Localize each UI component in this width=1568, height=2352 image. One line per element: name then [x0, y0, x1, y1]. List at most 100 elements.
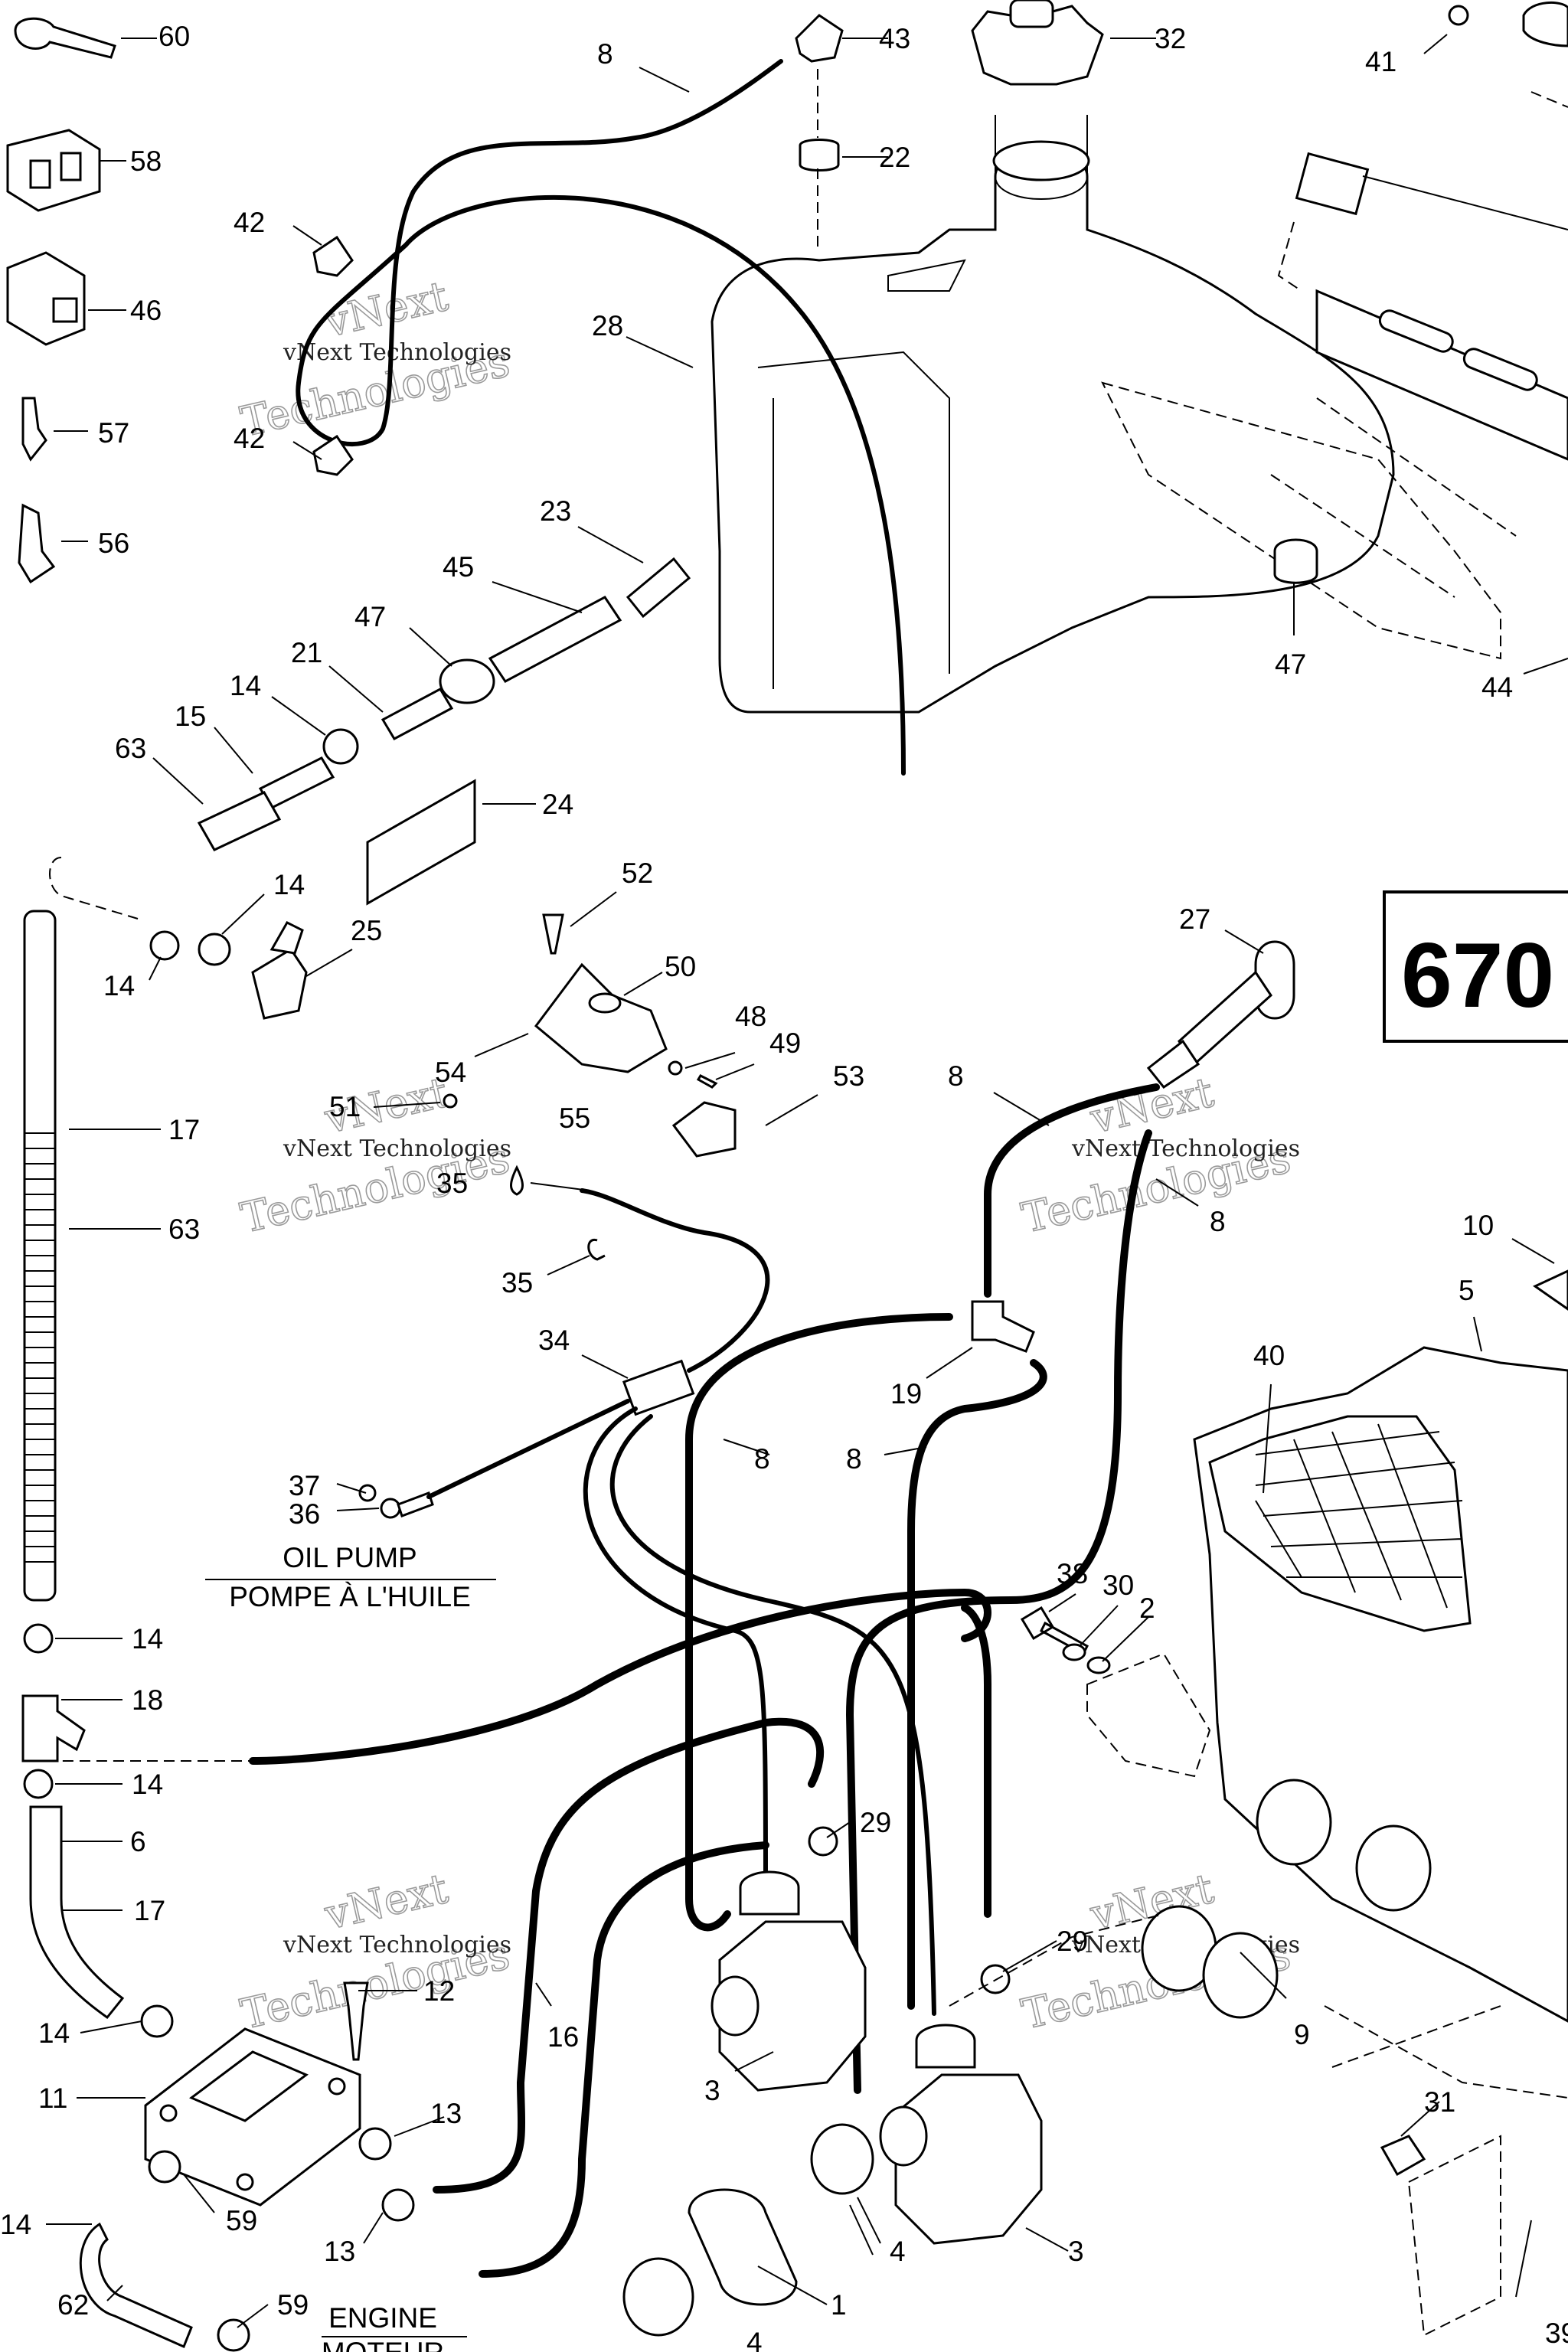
screw-part-49: [696, 1074, 718, 1089]
model-number-label: 670: [1401, 924, 1554, 1027]
washer-part-48: [668, 1060, 683, 1076]
callout-37: 37: [289, 1470, 320, 1501]
air-adaptor-part-9b: [1202, 1932, 1279, 2019]
hose-clamp-59b: [217, 2318, 250, 2352]
callout-54: 54: [435, 1057, 466, 1088]
hose-clip-42b: [312, 434, 354, 476]
screw-part-52: [542, 913, 564, 955]
hose-clamp-4a: [810, 2123, 874, 2195]
terminal-part-57: [21, 397, 47, 462]
grommet-part-47: [1273, 538, 1318, 584]
watermark-3: vNext Technologies vNext Technologies: [236, 1067, 514, 1243]
callout-35b: 35: [501, 1267, 533, 1298]
callout-labels: 60 8 43 32 41 58 22 42 46 28 42 57 56 23…: [0, 21, 1568, 2352]
oil-drop-icon: [510, 1165, 524, 1196]
callout-18: 18: [132, 1684, 163, 1716]
carb-cable-a: [583, 1406, 768, 1893]
callout-51: 51: [329, 1091, 361, 1122]
parts-artwork: [6, 0, 1568, 2352]
hose-clamp-14a: [140, 2004, 174, 2038]
callout-55: 55: [559, 1102, 590, 1134]
leader-lines: [46, 34, 1568, 2328]
hose-clamp-59a: [148, 2150, 181, 2184]
choke-knob-part: [1146, 940, 1295, 1089]
callout-14e: 14: [132, 1769, 163, 1800]
svg-text:vNext Technologies: vNext Technologies: [1071, 1135, 1300, 1162]
callout-13b: 13: [324, 2236, 355, 2267]
intake-boot-part: [688, 2188, 798, 2306]
callout-31: 31: [1424, 2086, 1455, 2118]
callout-24: 24: [542, 789, 573, 820]
callout-9: 9: [1294, 2019, 1310, 2050]
hose-clamp-29b: [980, 1964, 1011, 1994]
callout-40: 40: [1253, 1340, 1285, 1371]
long-fuel-hose-left: [23, 910, 57, 1602]
washer-part-30: [1062, 1643, 1086, 1661]
callout-38: 38: [1057, 1558, 1088, 1589]
callout-1: 1: [831, 2289, 847, 2321]
callout-47a: 47: [354, 601, 386, 632]
callout-42a: 42: [234, 207, 265, 238]
callout-30: 30: [1102, 1570, 1134, 1601]
callout-63b: 63: [168, 1214, 200, 1245]
callout-59a: 59: [226, 2205, 257, 2236]
impulse-hose-16c: [479, 1841, 769, 2278]
model-number-box: [1383, 890, 1568, 1043]
throttle-lever-part: [534, 962, 668, 1073]
callout-60: 60: [158, 21, 190, 52]
spacer-part-31: [1380, 2135, 1426, 2177]
callout-41: 41: [1365, 46, 1396, 77]
hose-clamp-4b: [622, 2257, 694, 2337]
callout-59b: 59: [277, 2289, 309, 2321]
svg-text:vNext: vNext: [320, 272, 452, 347]
grommet-part-22: [799, 139, 840, 172]
callout-5: 5: [1459, 1275, 1475, 1306]
callout-48: 48: [735, 1001, 766, 1032]
carburetor-part-a: [710, 1870, 867, 2092]
callout-14f: 14: [38, 2017, 70, 2049]
svg-text:vNext: vNext: [320, 1864, 452, 1939]
callout-17b: 17: [134, 1895, 165, 1926]
callout-22: 22: [879, 142, 910, 173]
callout-39: 39: [1545, 2318, 1568, 2349]
callout-43: 43: [879, 23, 910, 54]
svg-text:vNext Technologies: vNext Technologies: [283, 1135, 511, 1162]
tee-fitting-part-19: [971, 1300, 1035, 1353]
callout-3b: 3: [1068, 2236, 1084, 2267]
carb-cable-b: [609, 1414, 936, 2016]
callout-52: 52: [622, 858, 653, 889]
callout-62: 62: [57, 2289, 89, 2321]
screw-part-12: [343, 1981, 369, 2061]
callout-56: 56: [98, 528, 129, 559]
callout-58: 58: [130, 145, 162, 177]
hose-clamp-13a: [358, 2127, 392, 2161]
carburetor-part-b: [879, 2024, 1043, 2245]
tank-mount-bracket: [1101, 289, 1568, 660]
callout-8d: 8: [754, 1443, 770, 1475]
callout-32: 32: [1155, 23, 1186, 54]
callout-36: 36: [289, 1498, 320, 1530]
callout-42b: 42: [234, 423, 265, 454]
fuel-valve-part: [149, 921, 308, 1020]
callout-14a: 14: [230, 670, 261, 701]
vent-hose-loop-a: [685, 1313, 953, 1932]
engine-label-en: ENGINE: [328, 2302, 437, 2334]
connector-part-46: [6, 251, 86, 346]
callout-8b: 8: [948, 1060, 964, 1092]
callout-23: 23: [540, 495, 571, 527]
callout-53: 53: [833, 1060, 864, 1092]
throttle-cable: [426, 1188, 770, 1499]
oil-pump-label-en: OIL PUMP: [283, 1542, 416, 1573]
tee-fitting-part: [21, 1623, 86, 1799]
lower-fuel-hose: [29, 1805, 125, 2020]
vent-hose-29: [961, 1604, 991, 1918]
callout-10: 10: [1462, 1210, 1494, 1241]
callout-28: 28: [592, 310, 623, 341]
washer-part-2: [1086, 1656, 1111, 1674]
callout-15: 15: [175, 701, 206, 732]
vent-hose-right-a: [984, 1083, 1160, 1298]
callout-6: 6: [130, 1826, 146, 1857]
callout-4b: 4: [746, 2327, 763, 2352]
callout-8e: 8: [846, 1443, 862, 1475]
